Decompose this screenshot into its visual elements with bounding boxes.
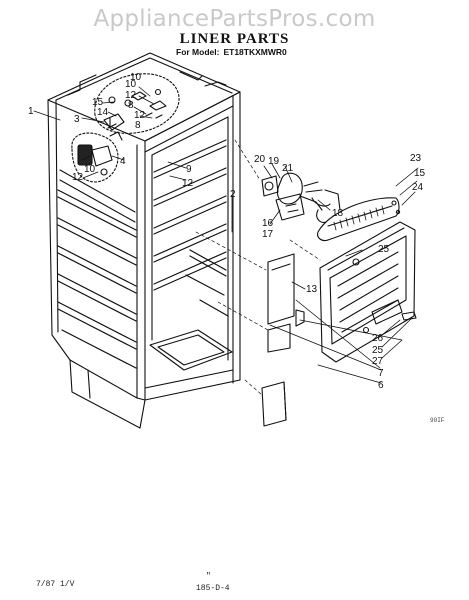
watermark: AppliancePartsPros.com — [93, 6, 376, 32]
model-line: For Model:ET18TKXMWR0 — [176, 47, 291, 57]
callout-13: 13 — [306, 284, 318, 295]
callout-18: 18 — [332, 208, 344, 219]
callout-15b: 15 — [414, 168, 426, 179]
light-module — [71, 123, 123, 183]
callout-17: 17 — [262, 229, 274, 240]
callout-12: 12 — [125, 90, 137, 101]
callout-10b: 10 — [130, 72, 142, 83]
callout-12b: 12 — [134, 110, 146, 121]
callout-24: 24 — [412, 182, 424, 193]
callout-1: 1 — [28, 106, 34, 117]
page-title: LINER PARTS — [179, 31, 290, 47]
cabinet-liner — [47, 52, 241, 429]
alignment-guides — [195, 139, 321, 396]
footer-left-code: 7/87 1/V — [36, 580, 75, 589]
callout-26: 26 — [372, 333, 384, 344]
callout-8b: 8 — [135, 120, 141, 131]
side-code: 90IF — [430, 417, 445, 424]
liner-strip-7 — [267, 323, 291, 353]
callout-14: 14 — [97, 107, 109, 118]
callout-27: 27 — [372, 356, 384, 367]
vent-grille-assembly — [317, 197, 401, 242]
callout-6: 6 — [378, 380, 384, 391]
footer-center-code: 185-D-4 — [196, 584, 230, 593]
liner-strip-13 — [267, 253, 305, 327]
leader-lines — [33, 86, 419, 384]
callout-4: 4 — [120, 156, 126, 167]
model-number: ET18TKXMWR0 — [223, 47, 287, 57]
side-wall-ribs — [57, 189, 137, 369]
callout-10: 10 — [125, 79, 137, 90]
air-duct-panel — [319, 221, 417, 363]
callout-3: 3 — [74, 114, 80, 125]
callout-21: 21 — [282, 163, 294, 174]
model-label: For Model: — [176, 47, 220, 57]
callout-10c: 10 — [84, 164, 96, 175]
shelf-rails — [153, 139, 229, 317]
callout-25a: 25 — [378, 244, 390, 255]
footer-mark: " — [206, 572, 211, 581]
callout-19: 19 — [268, 156, 280, 167]
callout-23: 23 — [410, 153, 422, 164]
control-assembly — [261, 172, 341, 223]
callout-16: 16 — [262, 218, 274, 229]
callout-12c: 12 — [72, 172, 84, 183]
callout-20: 20 — [254, 154, 266, 165]
callout-15: 15 — [92, 97, 104, 108]
callout-7: 7 — [378, 368, 384, 379]
callout-9: 9 — [186, 164, 192, 175]
top-hardware-cluster — [94, 73, 180, 134]
callout-labels: 1 3 15 14 10 12 8 10 12 8 4 12 10 9 12 2… — [28, 72, 445, 424]
callout-12d: 12 — [182, 178, 194, 189]
callout-2: 2 — [230, 189, 236, 200]
liner-strip-6 — [261, 381, 287, 427]
callout-8: 8 — [128, 100, 134, 111]
callout-25b: 25 — [372, 345, 384, 356]
